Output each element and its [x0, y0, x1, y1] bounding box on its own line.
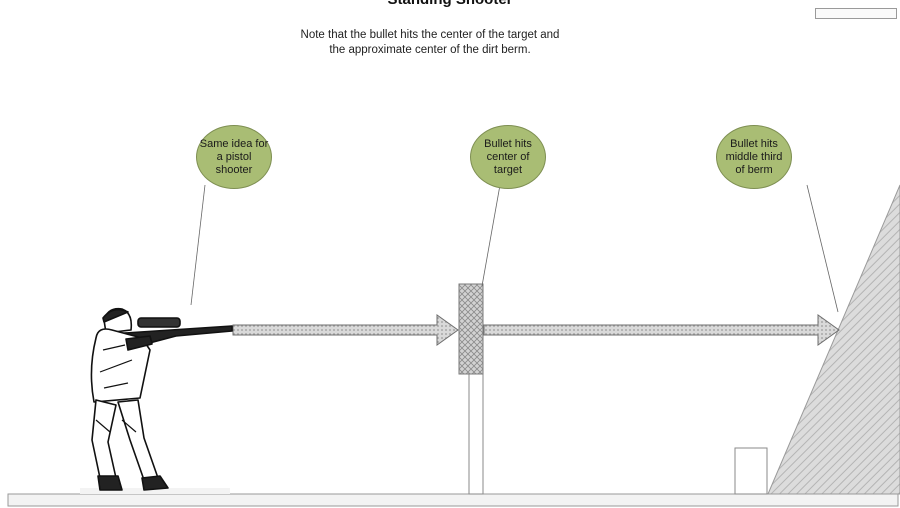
callout-3-line-2: middle third: [725, 150, 783, 163]
top-right-box: [815, 8, 897, 19]
leader-line-1: [190, 184, 206, 306]
standing-shooter-figure: [80, 307, 233, 494]
callout-1-line-3: shooter: [215, 163, 253, 176]
small-box: [734, 447, 768, 495]
target: [458, 283, 484, 375]
ground: [7, 493, 899, 507]
bullet-path-arrow-2: [483, 314, 840, 346]
note-line-2: the approximate center of the dirt berm.: [329, 44, 531, 56]
dirt-berm: [767, 184, 900, 495]
callout-2-line-2: center of: [486, 150, 530, 163]
callout-berm-middle-third: Bullet hits middle third of berm: [716, 125, 792, 189]
diagram-title: Standing Shooter: [0, 0, 900, 8]
callout-1-line-1: Same idea for: [199, 137, 269, 150]
callout-3-line-3: of berm: [735, 163, 773, 176]
leader-line-2: [481, 184, 501, 287]
callout-3-line-1: Bullet hits: [730, 137, 778, 150]
target-post: [468, 371, 484, 495]
callout-pistol-shooter: Same idea for a pistol shooter: [196, 125, 272, 189]
leader-line-3: [806, 184, 839, 313]
diagram-note: Note that the bullet hits the center of …: [230, 28, 630, 58]
bullet-path-arrow-1: [232, 314, 459, 346]
callout-target-center: Bullet hits center of target: [470, 125, 546, 189]
note-line-1: Note that the bullet hits the center of …: [300, 29, 560, 41]
callout-2-line-3: target: [493, 163, 523, 176]
callout-1-line-2: a pistol: [216, 150, 252, 163]
callout-2-line-1: Bullet hits: [484, 137, 532, 150]
